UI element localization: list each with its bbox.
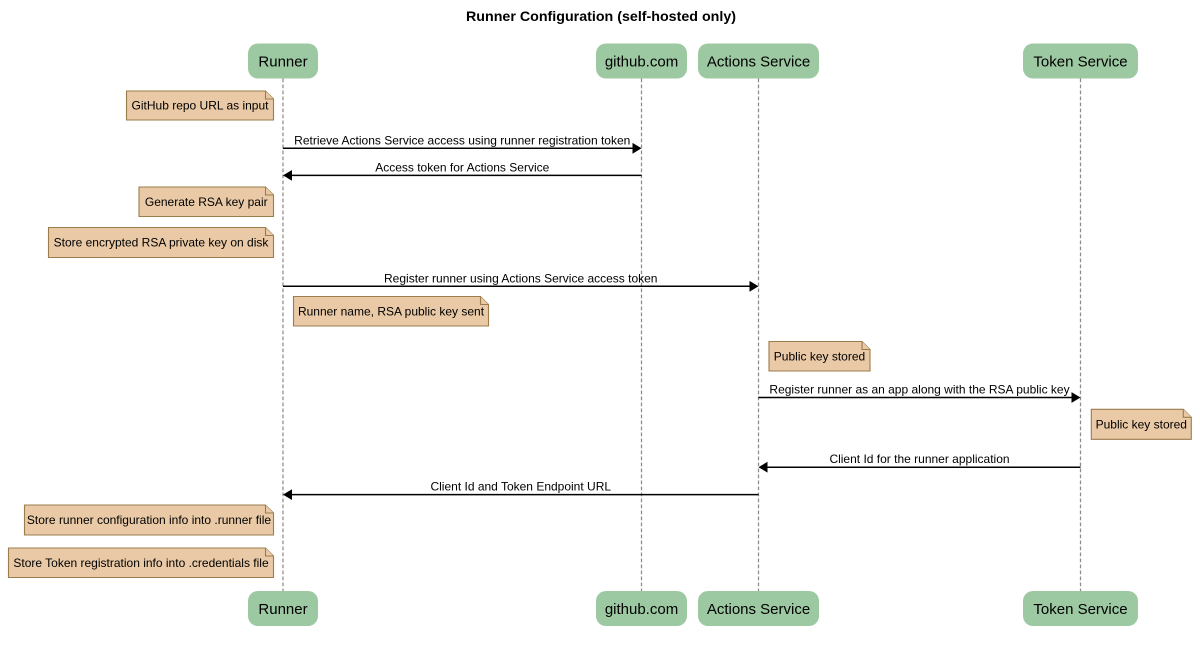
svg-text:Actions Service: Actions Service bbox=[707, 601, 810, 618]
svg-text:Runner Configuration (self-hos: Runner Configuration (self-hosted only) bbox=[466, 8, 736, 24]
svg-text:Store runner configuration inf: Store runner configuration info into .ru… bbox=[27, 513, 271, 527]
svg-text:Client Id and Token Endpoint U: Client Id and Token Endpoint URL bbox=[430, 480, 611, 494]
svg-text:Token Service: Token Service bbox=[1033, 53, 1127, 70]
svg-text:Public key stored: Public key stored bbox=[1096, 418, 1187, 432]
svg-text:Client Id for the runner appli: Client Id for the runner application bbox=[829, 452, 1009, 466]
svg-text:Register runner as an app alon: Register runner as an app along with the… bbox=[769, 383, 1069, 397]
svg-text:Register runner using Actions: Register runner using Actions Service ac… bbox=[384, 271, 657, 285]
svg-text:Access token for Actions Servi: Access token for Actions Service bbox=[375, 160, 549, 174]
svg-text:Retrieve Actions Service acces: Retrieve Actions Service access using ru… bbox=[294, 133, 630, 147]
svg-text:Public key stored: Public key stored bbox=[774, 349, 865, 363]
svg-text:GitHub repo URL as input: GitHub repo URL as input bbox=[132, 99, 270, 113]
svg-text:Store Token registration info: Store Token registration info into .cred… bbox=[13, 556, 269, 570]
svg-text:Store encrypted RSA private ke: Store encrypted RSA private key on disk bbox=[54, 236, 270, 250]
svg-text:Runner: Runner bbox=[258, 53, 307, 70]
svg-text:Token Service: Token Service bbox=[1033, 601, 1127, 618]
svg-text:github.com: github.com bbox=[605, 601, 678, 618]
svg-text:github.com: github.com bbox=[605, 53, 678, 70]
svg-text:Runner: Runner bbox=[258, 601, 307, 618]
svg-text:Runner name, RSA public key se: Runner name, RSA public key sent bbox=[298, 304, 485, 318]
svg-text:Actions Service: Actions Service bbox=[707, 53, 810, 70]
svg-text:Generate RSA key pair: Generate RSA key pair bbox=[145, 195, 268, 209]
